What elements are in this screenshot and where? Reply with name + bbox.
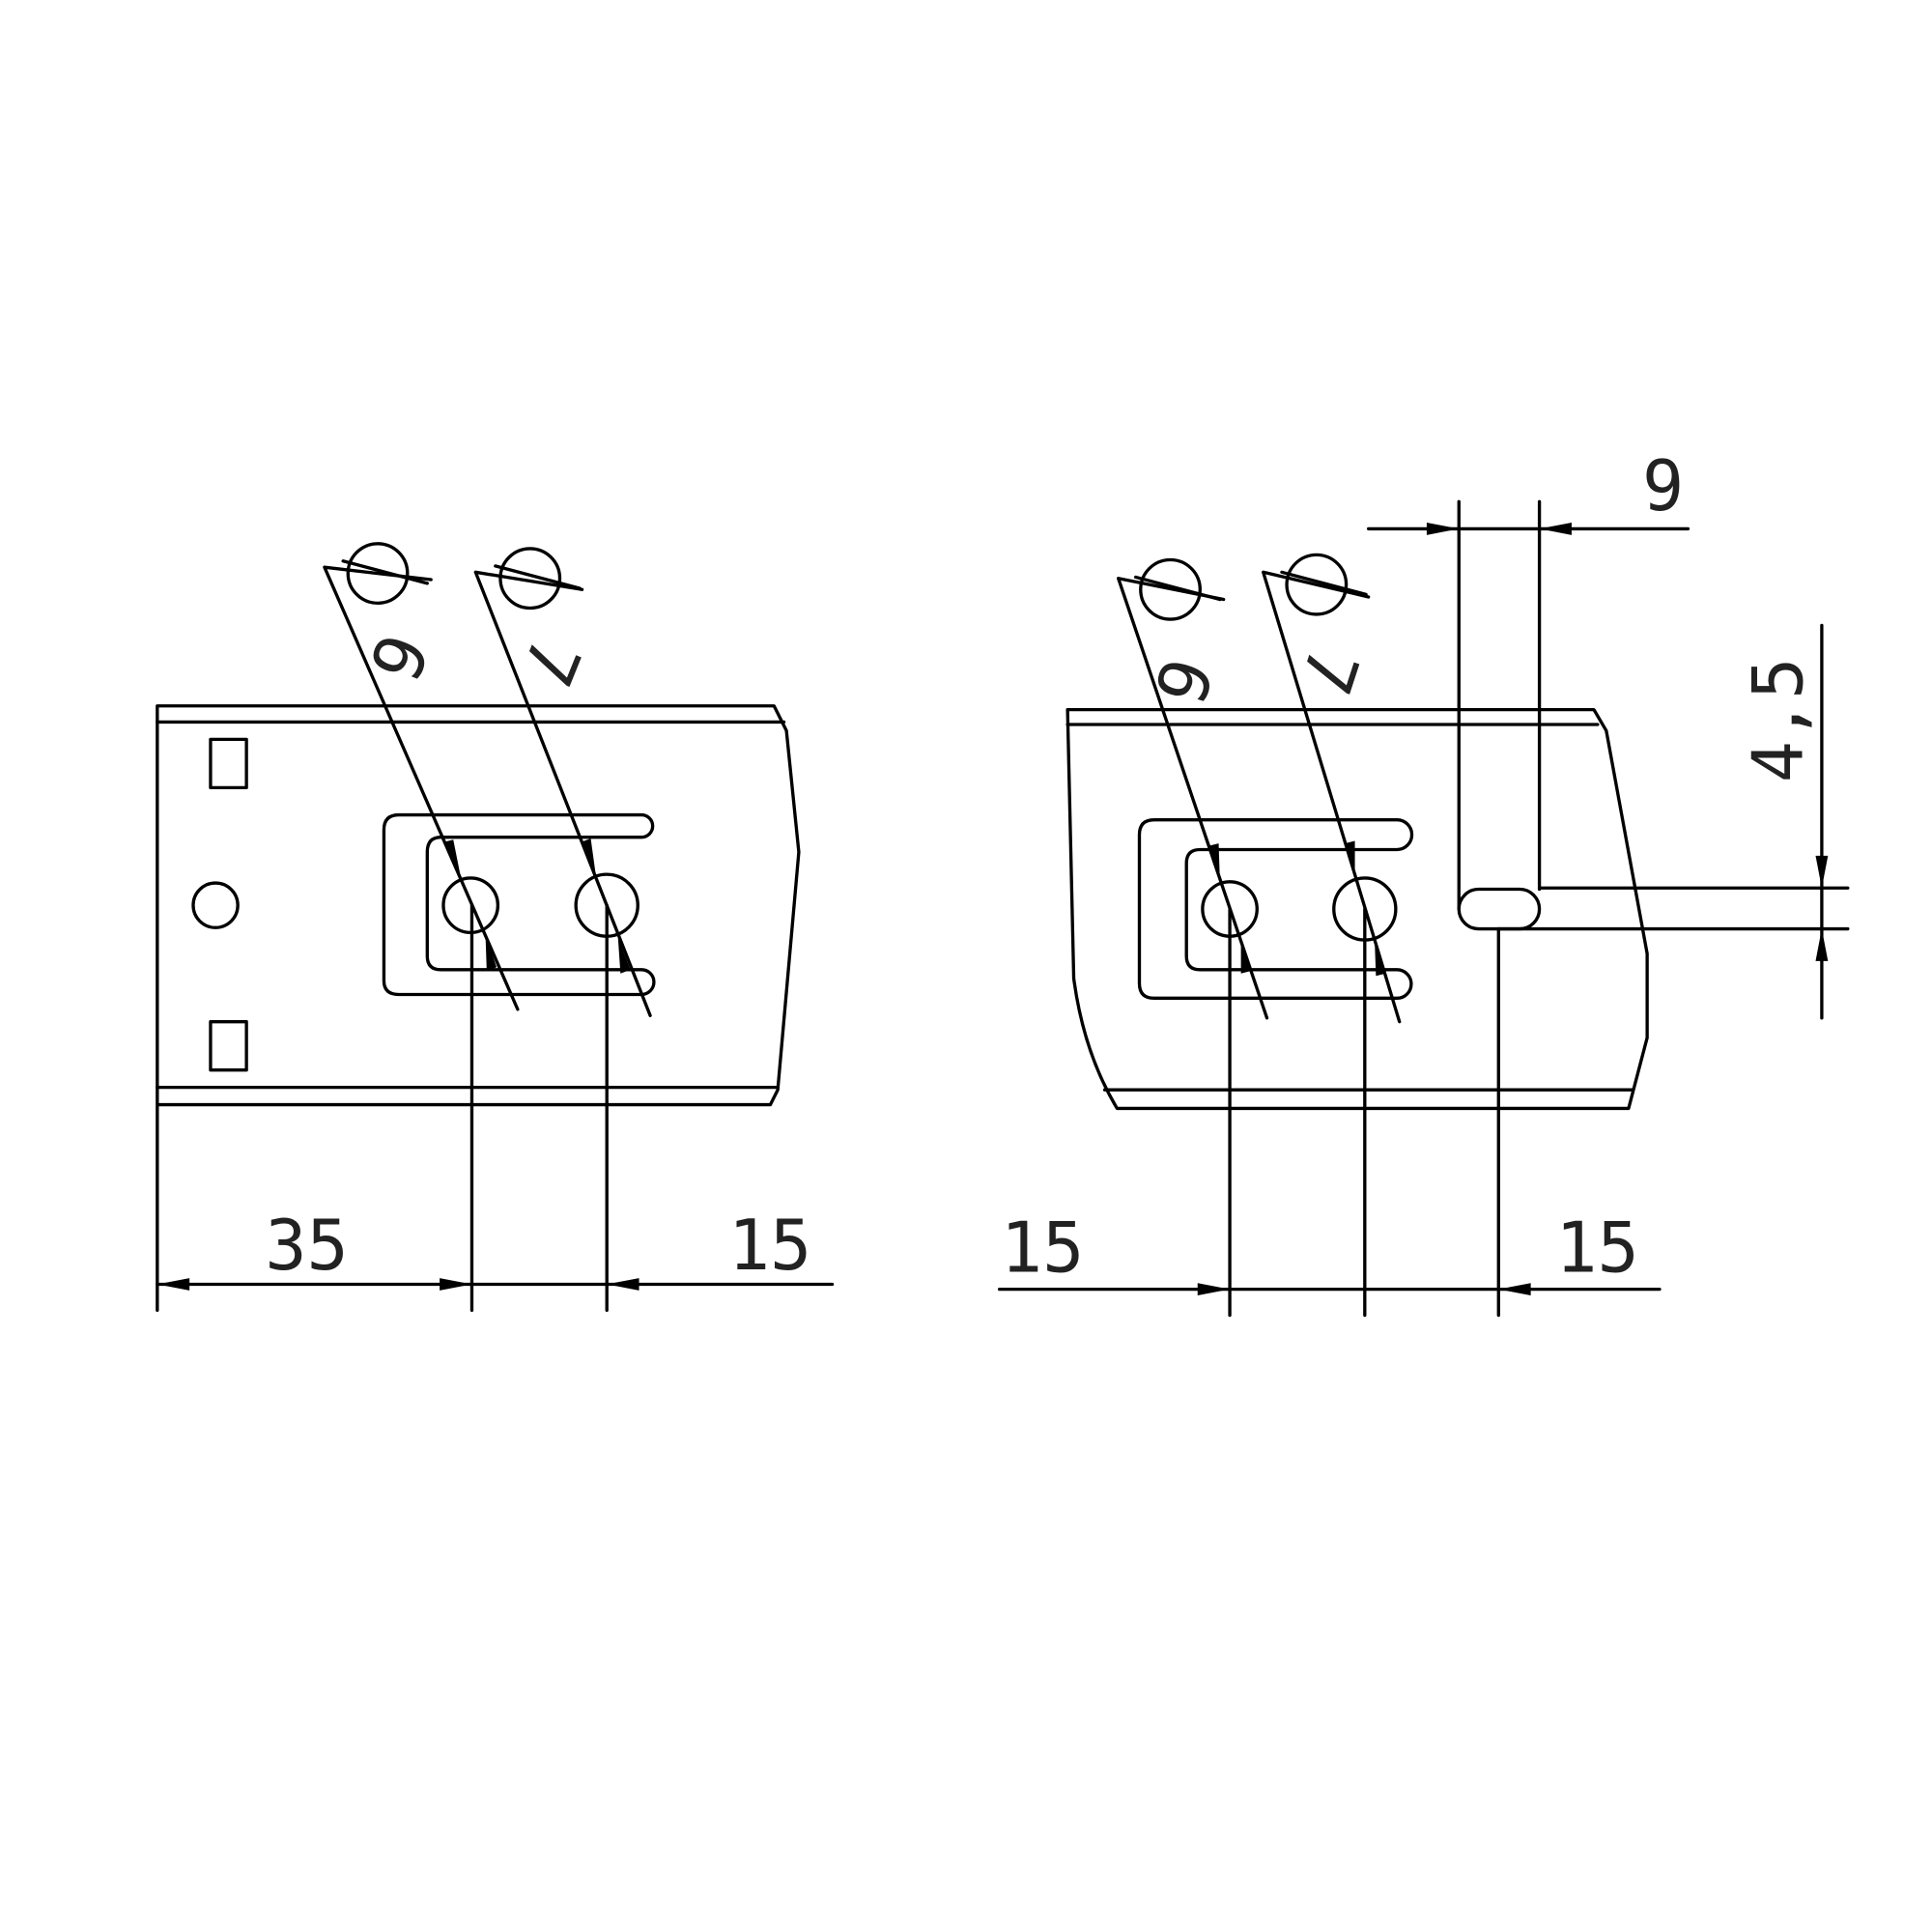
arrowhead [1197,1283,1231,1296]
diameter-slash [341,559,429,585]
right-view: 6 7 9 4,5 15 15 [997,445,1850,1318]
left-slot-outer [382,812,656,997]
arrowhead [1208,843,1220,881]
left-round-hole [191,881,240,929]
arrowhead [1815,928,1829,961]
right-hole2-label: 7 [1284,639,1374,703]
left-dim-35: 35 [265,1205,348,1286]
arrowhead [1240,938,1251,974]
arrowhead [440,1278,472,1291]
left-square-hole-top [209,737,248,790]
left-leader-7 [473,570,652,1017]
arrowhead [1375,941,1386,977]
arrowhead [617,937,631,974]
right-dim-15-left: 15 [1001,1208,1084,1289]
left-view: 6 7 35 15 [156,542,835,1313]
arrowhead [1426,523,1460,535]
right-hole1-label: 6 [1138,649,1228,714]
right-dim-15-right: 15 [1555,1208,1638,1289]
diameter-slash [1280,570,1368,597]
diameter-slash [1133,575,1222,602]
right-dim-4-5: 4,5 [1737,658,1818,783]
arrowhead [1539,523,1572,535]
diameter-slash [494,564,582,590]
arrowhead [156,1278,190,1291]
left-dim-15: 15 [728,1205,811,1286]
arrowhead [1345,840,1355,878]
arrowhead [1498,1283,1531,1296]
left-leader-6 [323,565,520,1011]
arrowhead [442,839,461,877]
right-slot-outer [1137,818,1414,1001]
right-dim-9: 9 [1642,445,1684,526]
arrowhead [607,1278,639,1291]
arrowhead [485,934,497,972]
left-rail-outline [156,704,801,1313]
arrowhead [1815,855,1829,889]
right-rail-outline [1065,707,1649,1111]
left-hole1-label: 6 [353,623,443,693]
right-oblong-slot [1457,887,1542,931]
left-square-hole-bottom [209,1020,248,1072]
arrowhead [581,838,596,875]
